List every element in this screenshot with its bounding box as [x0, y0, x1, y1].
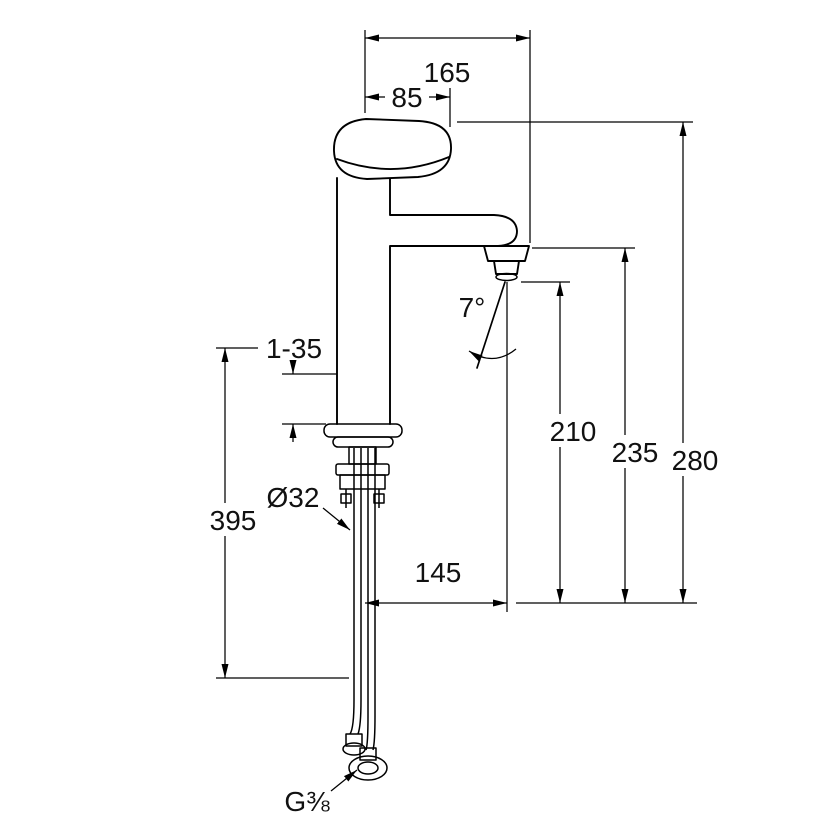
outlet: [493, 260, 520, 275]
total-height-label: 280: [672, 445, 719, 476]
outlet-lip: [495, 272, 518, 282]
dimension-labels: 165 85 7° 1-35 395 Ø32 145 210 235 280 G…: [210, 57, 719, 817]
supply-hoses: [342, 448, 388, 781]
hole-diameter-label: Ø32: [267, 482, 320, 513]
hose-2-connector: [359, 747, 377, 761]
hose-1-edge-b: [357, 448, 362, 735]
stud-nut-right: [373, 493, 385, 504]
clamping-range-dimension: [282, 360, 337, 442]
handle: [333, 118, 452, 180]
dimension-text-backgrounds: [203, 83, 722, 536]
dimension-lines: [216, 30, 697, 792]
hose-1-nut: [342, 742, 366, 756]
spout-height-label: 235: [612, 437, 659, 468]
water-stream: [468, 281, 517, 612]
horseshoe-washer: [335, 463, 390, 476]
spray-angle-label: 7°: [459, 292, 486, 323]
dimension-text-background: [668, 443, 722, 476]
leader-line: [322, 507, 351, 531]
hole-diameter-leader: [322, 507, 351, 531]
hose-1-connector: [345, 733, 363, 747]
faucet-outline: [333, 118, 530, 425]
threaded-shank: [348, 446, 377, 465]
mounting-nut: [339, 474, 386, 490]
total-height-dimension: [457, 121, 693, 603]
dimension-text-background: [546, 414, 600, 447]
spout-height-dimension: [532, 247, 635, 603]
handle-depth-label: 85: [391, 82, 422, 113]
hose-2-nut-inner: [357, 761, 379, 775]
base-flange: [323, 423, 403, 438]
hose-1-edge-a: [349, 448, 355, 735]
hose-2-edge-a: [365, 448, 369, 751]
dimension-text-background: [203, 503, 263, 536]
dimension-text-background: [608, 435, 662, 468]
under-counter-length-label: 395: [210, 505, 257, 536]
spout-reach-label: 145: [415, 557, 462, 588]
outlet-height-label: 210: [550, 416, 597, 447]
leader-line: [330, 769, 358, 792]
clamping-range-label: 1-35: [266, 333, 322, 364]
connection-thread-leader: [330, 769, 358, 792]
mounting-hardware: [323, 423, 403, 508]
handle-seam: [336, 156, 450, 170]
total-depth-label: 165: [424, 57, 471, 88]
base-flange-lower: [332, 436, 394, 448]
aerator: [483, 245, 530, 262]
stud-nut-left: [340, 493, 352, 504]
hose-2-nut-outer: [348, 755, 388, 781]
dimension-text-background: [385, 83, 429, 111]
angle-arc-arrow: [468, 348, 517, 362]
connection-thread-label: G⅜: [284, 786, 330, 817]
